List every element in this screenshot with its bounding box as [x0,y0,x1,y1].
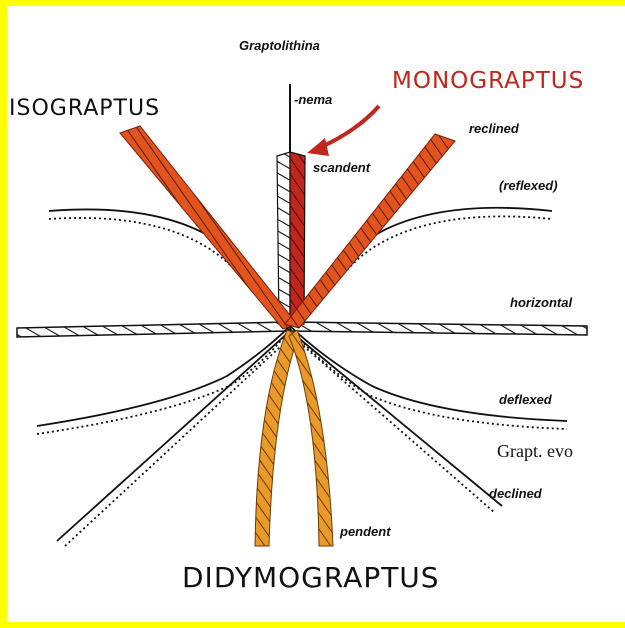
diagram-panel: Graptolithina MONOGRAPTUS ISOGRAPTUS DID… [7,6,625,622]
reclined-label: reclined [469,121,519,136]
reflexed-label: (reflexed) [499,178,558,193]
scandent-label: scandent [313,160,370,175]
monograptus-arrow [307,106,379,156]
didymograptus-label: DIDYMOGRAPTUS [182,561,440,594]
deflexed-label: deflexed [499,392,552,407]
isograptus-label: ISOGRAPTUS [9,96,160,121]
declined-label: declined [489,486,542,501]
scandent-stipe [277,152,305,324]
horizontal-label: horizontal [510,295,572,310]
pendent-stipes [255,330,333,546]
title-label: Graptolithina [239,38,320,53]
nema-label: -nema [294,92,332,107]
monograptus-label: MONOGRAPTUS [392,68,584,94]
caption-text: Grapt. evo [497,441,573,462]
pendent-label: pendent [340,524,391,539]
